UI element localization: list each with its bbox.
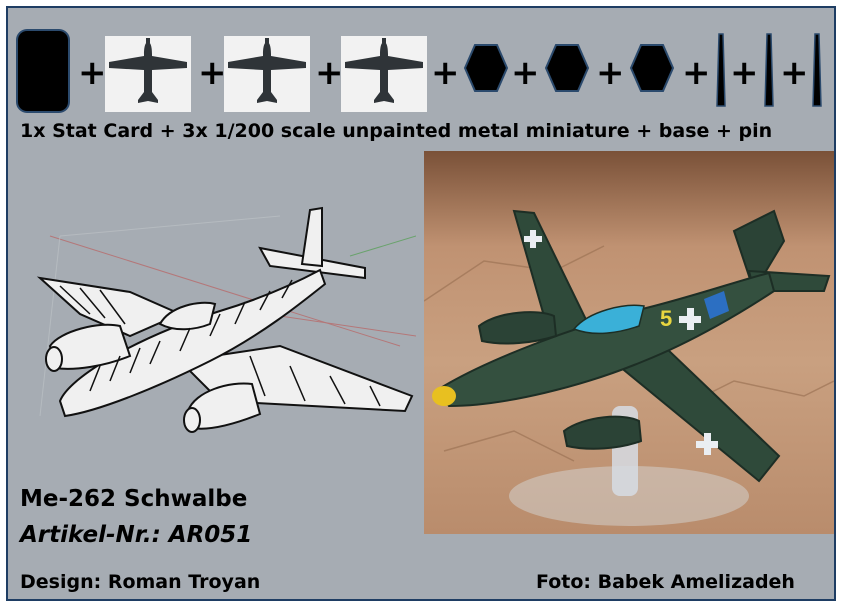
product-name: Me-262 Schwalbe: [20, 486, 248, 512]
plane-tile: [224, 36, 310, 112]
plus-sign: +: [315, 53, 344, 93]
miniature-photo: 5: [424, 151, 834, 534]
plane-silhouette-icon: [345, 38, 423, 103]
plus-sign: +: [511, 53, 540, 93]
photo-credit: Foto: Babek Amelizadeh: [536, 571, 795, 593]
render-3d-image: [36, 206, 416, 433]
aircraft-number-marking: 5: [660, 306, 672, 331]
painted-miniature-image: 5: [424, 209, 834, 526]
hexagon-base-icon: [629, 44, 675, 92]
plane-silhouette-icon: [109, 38, 187, 103]
plus-sign: +: [596, 53, 625, 93]
plus-sign: +: [78, 53, 107, 93]
component-row: + + +: [8, 28, 834, 116]
plane-tile: [105, 36, 191, 112]
plus-sign: +: [730, 53, 759, 93]
plus-sign: +: [431, 53, 460, 93]
plus-sign: +: [682, 53, 711, 93]
pin-icon: [716, 33, 726, 107]
contents-caption: 1x Stat Card + 3x 1/200 scale unpainted …: [20, 120, 773, 142]
plane-silhouette-icon: [228, 38, 306, 103]
hexagon-base-icon: [544, 44, 590, 92]
plus-sign: +: [780, 53, 809, 93]
pin-icon: [812, 33, 822, 107]
stat-card-icon: [18, 31, 68, 111]
plus-sign: +: [198, 53, 227, 93]
article-number: Artikel-Nr.: AR051: [20, 522, 253, 548]
design-credit: Design: Roman Troyan: [20, 571, 261, 593]
product-panel: + + +: [6, 6, 836, 601]
plane-tile: [341, 36, 427, 112]
pin-icon: [764, 33, 774, 107]
hexagon-base-icon: [463, 44, 509, 92]
